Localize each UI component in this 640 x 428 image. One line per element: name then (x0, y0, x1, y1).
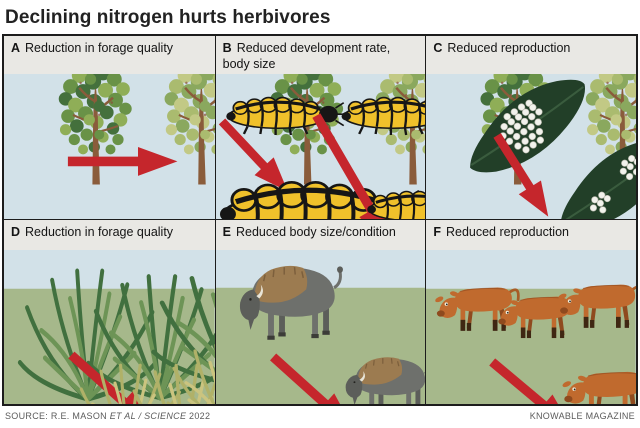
panel-f-scene (426, 250, 636, 404)
panel-letter: B (222, 41, 232, 55)
panel-e: E Reduced body size/condition (214, 219, 426, 404)
panel-label: Reduced reproduction (447, 41, 571, 55)
panel-label: Reduction in forage quality (25, 41, 174, 55)
forage-quality-trees-illustration (4, 74, 215, 219)
bison-condition-illustration (215, 250, 426, 404)
panel-label: Reduced reproduction (445, 225, 569, 239)
panel-letter: C (433, 41, 443, 55)
panel-letter: D (11, 225, 21, 239)
panel-label: Reduction in forage quality (25, 225, 174, 239)
calf-reproduction-illustration (426, 250, 636, 404)
panel-letter: E (222, 225, 231, 239)
source-prefix: SOURCE: R.E. MASON (5, 411, 110, 421)
panel-d: D Reduction in forage quality (4, 219, 215, 404)
panel-header: A Reduction in forage quality (4, 36, 215, 74)
panel-d-scene (4, 250, 215, 404)
panel-e-scene (215, 250, 426, 404)
source-suffix: 2022 (186, 411, 211, 421)
panel-letter: A (11, 41, 21, 55)
panel-label: Reduced body size/condition (236, 225, 396, 239)
grass-quality-illustration (4, 250, 215, 404)
egg-reproduction-illustration (426, 74, 636, 219)
panel-label: Reduced development rate, body size (222, 41, 391, 72)
source-credit: SOURCE: R.E. MASON ET AL / SCIENCE 2022 (5, 411, 210, 421)
panel-header: F Reduced reproduction (426, 220, 636, 250)
panel-header: E Reduced body size/condition (215, 220, 426, 250)
panel-header: D Reduction in forage quality (4, 220, 215, 250)
source-emphasis: ET AL / SCIENCE (109, 411, 187, 421)
panel-f: F Reduced reproduction (425, 219, 636, 404)
panel-b-scene (215, 74, 426, 219)
page-title: Declining nitrogen hurts herbivores (5, 7, 331, 28)
panel-c: C Reduced reproduction (425, 36, 636, 219)
publisher-credit: KNOWABLE MAGAZINE (529, 411, 635, 421)
panel-header: C Reduced reproduction (426, 36, 636, 74)
panel-letter: F (433, 225, 441, 239)
panel-c-scene (426, 74, 636, 219)
figure-footer: SOURCE: R.E. MASON ET AL / SCIENCE 2022 … (2, 406, 638, 421)
panel-a: A Reduction in forage quality (4, 36, 215, 219)
caterpillar-development-illustration (215, 74, 426, 219)
panel-a-scene (4, 74, 215, 219)
